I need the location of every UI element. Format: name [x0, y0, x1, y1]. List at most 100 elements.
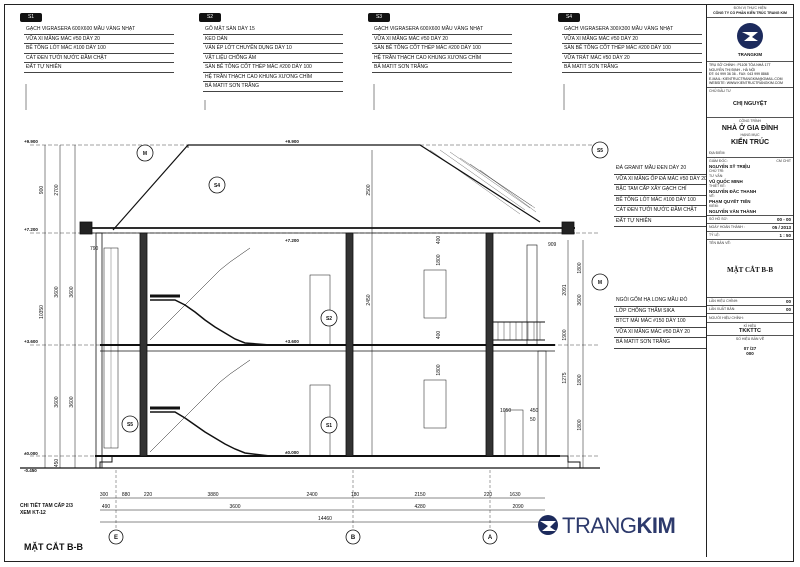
- brand-wordmark: TRANGKIM: [562, 513, 676, 539]
- wall-right: [485, 232, 494, 457]
- spec-tag-s2: S2: [199, 13, 221, 22]
- tb-scale-value: 1 : 50: [779, 232, 791, 238]
- dim-text: 1800: [577, 419, 583, 430]
- callout-label: S5: [127, 422, 133, 428]
- dim-text: 1275: [562, 372, 568, 383]
- spec-line: BTCT MÁI MÁC #150 DÀY 100: [614, 317, 706, 328]
- tb-editor: NGƯỜI HIỆU CHỈNH:: [707, 314, 793, 323]
- spec-line: SÀN BÊ TÔNG CỐT THÉP MÁC #200 DÀY 100: [203, 63, 343, 73]
- callout-label: S2: [326, 316, 332, 322]
- spec-line: BẢ MATIT SƠN TRẮNG: [372, 63, 512, 73]
- tb-revision: LẦN HIỆU CHỈNH:00: [707, 298, 793, 306]
- callout-label: M: [143, 151, 147, 157]
- spec-line: VỮA XI MĂNG MÁC #50 DÀY 20: [562, 35, 702, 44]
- tb-category: KIẾN TRÚC: [730, 138, 770, 146]
- tb-label: TÊN BẢN VẼ:: [709, 240, 731, 245]
- wall-left: [139, 232, 148, 457]
- tb-address: TRỤ SỞ CHÍNH : P1105 TÒA NHÀ 17T: [709, 63, 771, 67]
- spec-s5: ĐÁ GRANIT MẦU ĐEN DÀY 20 VỮA XI MĂNG ỐP …: [614, 164, 707, 227]
- tb-code: KÍ HIỆU TKKTTC: [707, 323, 793, 336]
- spec-line: SÀN BÊ TÔNG CỐT THÉP MÁC #200 DÀY 100: [562, 44, 702, 54]
- tb-address: NGUYỄN THỊ ĐỊNH - HÀ NỘI: [709, 67, 756, 72]
- tb-label: TƯ VẤN:: [709, 173, 724, 178]
- callout-label: M: [598, 280, 602, 286]
- dim-text: 1050: [500, 408, 511, 414]
- spec-line: BẬC TAM CẤP XÂY GẠCH CHỈ: [614, 185, 706, 196]
- dim-text: 3880: [207, 492, 218, 498]
- tb-label: ĐỊA ĐIỂM:: [709, 150, 726, 155]
- tb-label: THIẾT KẾ:: [709, 183, 726, 188]
- spec-s3: S3 GẠCH VIGRASERA 600X600 MẦU VÀNG NHẠT …: [368, 13, 512, 73]
- spec-line: HỆ TRẦN THẠCH CAO KHUNG XƯƠNG CHÌM: [372, 54, 512, 63]
- level-tag: +9.900: [285, 139, 299, 144]
- dim-text: 3600: [577, 294, 583, 305]
- tb-label: CÔNG TRÌNH: [738, 118, 762, 123]
- tb-website: WEBSITE: WWW.KIENTRUCTRANGKIM.COM: [709, 81, 783, 85]
- tb-label: NGƯỜI HIỆU CHỈNH:: [709, 315, 744, 320]
- brand-logo-icon: [538, 515, 558, 535]
- tb-profile: SỐ HỒ SƠ:00 - 00: [707, 216, 793, 224]
- tb-logo-box: TRANGKIM: [707, 18, 793, 62]
- callout-bubble: [208, 176, 226, 194]
- tb-sheet-title: TÊN BẢN VẼ: MẶT CẮT B-B: [707, 240, 793, 298]
- tb-sheet-name: MẶT CẮT B-B: [726, 265, 774, 274]
- column-b: [345, 232, 354, 457]
- tb-label: LẦN HIỆU CHỈNH:: [709, 298, 739, 303]
- window-upper: [423, 269, 447, 319]
- dim-text: 1800: [436, 254, 442, 265]
- level-tag: ±0.000: [285, 450, 299, 455]
- spec-line: BÊ TÔNG LÓT MÁC #100 DÀY 100: [614, 196, 706, 206]
- dim-text: 3600: [229, 504, 240, 510]
- spec-line: BẢ MATIT SƠN TRẮNG: [203, 82, 343, 92]
- parapet-right: [561, 221, 575, 235]
- dim-text: 880: [122, 492, 131, 498]
- dim-text: 1800: [577, 262, 583, 273]
- callout-bubble: [320, 309, 338, 327]
- dim-text: 2700: [54, 184, 60, 195]
- tb-label: SỐ HỒ SƠ:: [709, 216, 728, 221]
- dim-text: 10350: [39, 305, 45, 319]
- dim-text: 1800: [436, 364, 442, 375]
- level-tag: +7.200: [24, 227, 38, 232]
- spec-line: BẢ MATIT SƠN TRẮNG: [562, 63, 702, 73]
- dim-text: 220: [484, 492, 493, 498]
- dim-text: 450: [530, 408, 539, 414]
- spec-line: VẬT LIỆU CHỐNG ẨM: [203, 54, 343, 63]
- spec-line: VỮA XI MĂNG ỐP ĐÁ MÁC #50 DÀY 20: [614, 175, 707, 185]
- spec-line: GẠCH VIGRASERA 600X600 MẦU VÀNG NHẠT: [372, 25, 512, 35]
- dim-text: 2150: [414, 492, 425, 498]
- tb-label: SỐ HIỆU BẢN VẼ: [735, 336, 765, 341]
- stair-lower-rail: [149, 359, 251, 453]
- tb-project: CÔNG TRÌNH NHÀ Ở GIA ĐÌNH HẠNG MỤC KIẾN …: [707, 118, 793, 158]
- level-tag: +3.600: [24, 339, 38, 344]
- company-logo-icon: [737, 23, 763, 49]
- tb-director: NGUYỄN SỸ TRIỆU: [709, 163, 751, 169]
- spec-line: LỚP CHỐNG THẤM SIKA: [614, 307, 706, 317]
- callout-bubble: [121, 415, 139, 433]
- dim-text: 3600: [54, 396, 60, 407]
- tb-label: HẠNG MỤC: [740, 132, 760, 137]
- tb-date-value: 05 / 2013: [772, 224, 791, 230]
- tb-date: NGÀY HOÀN THÀNH :05 / 2013: [707, 224, 793, 232]
- tb-client-name: CHỊ NGUYỆT: [733, 100, 767, 107]
- spec-line: VÁN ÉP LỚT CHUYÊN DỤNG DÀY 10: [203, 44, 343, 54]
- spec-line: BÊ TÔNG LÓT MÁC #100 DÀY 100: [24, 44, 174, 54]
- spec-s2: S2 GỖ MẶT SÀN DÀY 15 KEO DÁN VÁN ÉP LỚT …: [199, 13, 343, 92]
- callout-label: S4: [214, 183, 220, 189]
- stair-lower-flight: [150, 411, 271, 457]
- tb-issue: LẦN XUẤT BẢN:00: [707, 306, 793, 314]
- detail-note: CHI TIẾT TAM CẤP 2/3: [20, 502, 73, 509]
- tb-advisor: VŨ QUỐC MINH: [709, 178, 743, 184]
- tb-contacts: TRỤ SỞ CHÍNH : P1105 TÒA NHÀ 17T NGUYỄN …: [707, 62, 793, 88]
- dim-text: 300: [100, 492, 109, 498]
- spec-line: GẠCH VIGRASERA 600X600 MẦU VÀNG NHẠT: [24, 25, 174, 35]
- spec-line: CÁT ĐEN TƯỚI NƯỚC ĐẦM CHẶT: [614, 206, 706, 217]
- spec-s4: S4 GẠCH VIGRASERA 300X300 MẦU VÀNG NHẠT …: [558, 13, 702, 73]
- dim-text: 2400: [306, 492, 317, 498]
- tb-logo-text: TRANGKIM: [737, 52, 763, 57]
- tb-sheet-no: 07 /27: [743, 345, 757, 351]
- brand-name-b: KIM: [636, 513, 676, 538]
- tb-label: GIÁM ĐỐC:: [709, 158, 728, 163]
- tb-drafter: PHẠM QUYẾT TIẾN: [709, 198, 751, 204]
- facade-left: [95, 232, 103, 469]
